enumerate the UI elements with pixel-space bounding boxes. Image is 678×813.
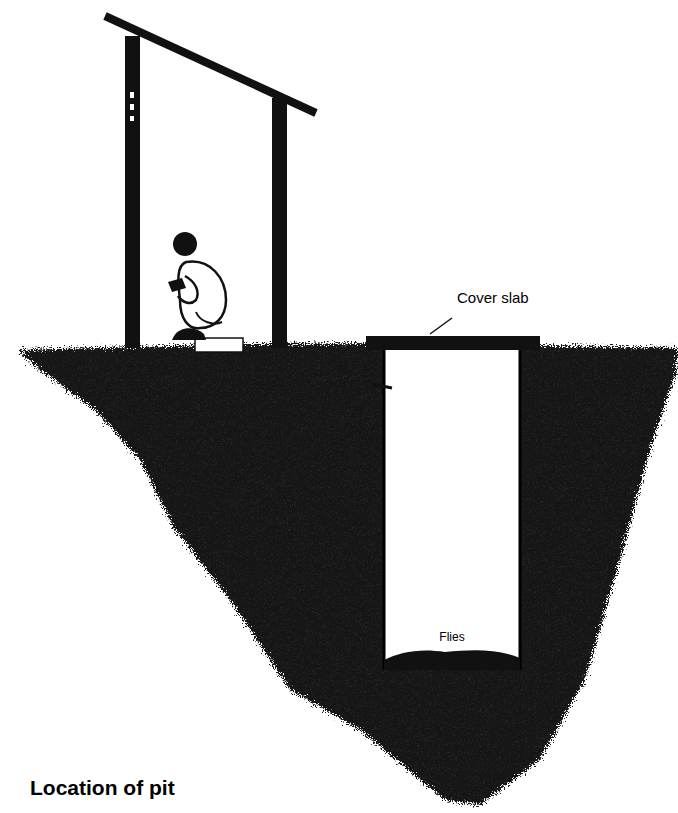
post-mark [130, 92, 134, 98]
shelter-post [125, 36, 140, 348]
post-mark [130, 116, 134, 121]
excreta-pile [384, 650, 520, 670]
shelter-post [272, 98, 287, 348]
pit-box: Flies [386, 352, 518, 644]
part-label: Cover slab [457, 289, 529, 306]
floor-slab [195, 338, 243, 352]
leader-line [430, 318, 452, 334]
pit-wall [383, 350, 386, 670]
pit [384, 350, 520, 670]
pipe [372, 384, 392, 388]
pit-wall [519, 350, 522, 670]
figure-title: Location of pit [30, 776, 175, 800]
pit-label: Flies [386, 630, 518, 644]
post-mark [130, 104, 134, 110]
squatting-person [168, 232, 226, 340]
cover-slab [366, 336, 540, 350]
ground [18, 343, 678, 805]
